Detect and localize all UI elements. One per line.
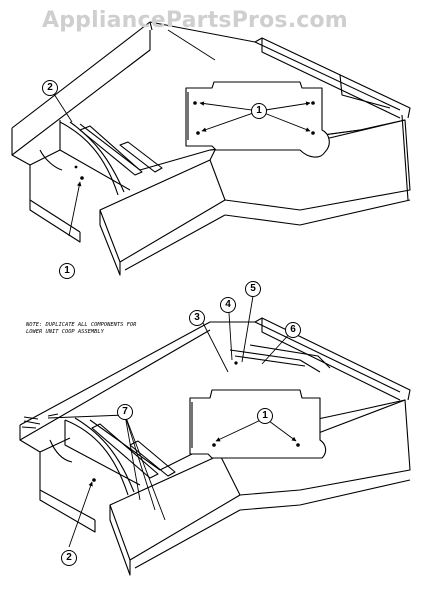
upper-front-panel xyxy=(99,159,226,263)
upper-leader-lines xyxy=(53,29,311,237)
upper-left-side-wall xyxy=(11,128,81,233)
lower-rail-bar xyxy=(91,423,159,479)
callout-7-bottom: 7 xyxy=(117,404,133,420)
assembly-note: NOTE: DUPLICATE ALL COMPONENTS FOR LOWER… xyxy=(26,322,137,335)
callout-4-bottom: 4 xyxy=(220,297,236,313)
upper-curved-deflector xyxy=(59,121,119,196)
callout-1-top-panel: 1 xyxy=(251,103,267,119)
lower-cabinet-top-edge xyxy=(19,317,411,426)
callout-3-bottom: 3 xyxy=(189,310,205,326)
callout-2-bottom: 2 xyxy=(61,550,77,566)
upper-screws xyxy=(74,101,315,180)
callout-2-top: 2 xyxy=(42,80,58,96)
lower-screws xyxy=(92,361,300,482)
callout-1-bottom-panel: 1 xyxy=(257,408,273,424)
lower-leader-lines xyxy=(47,295,297,548)
callout-5-bottom: 5 xyxy=(245,281,261,297)
upper-cabinet-assembly xyxy=(11,21,411,276)
lower-left-screws xyxy=(21,413,59,429)
lower-front-panel xyxy=(109,454,241,561)
lower-access-panel xyxy=(189,389,327,459)
callout-1-top-lower: 1 xyxy=(59,263,75,279)
lower-curved-deflector xyxy=(64,419,129,496)
upper-rail-bar xyxy=(79,125,143,176)
upper-cabinet-top-edge xyxy=(11,21,411,129)
watermark-text: AppliancePartsPros.com xyxy=(42,8,348,33)
upper-access-panel xyxy=(185,81,330,158)
callout-6-bottom: 6 xyxy=(285,322,301,338)
